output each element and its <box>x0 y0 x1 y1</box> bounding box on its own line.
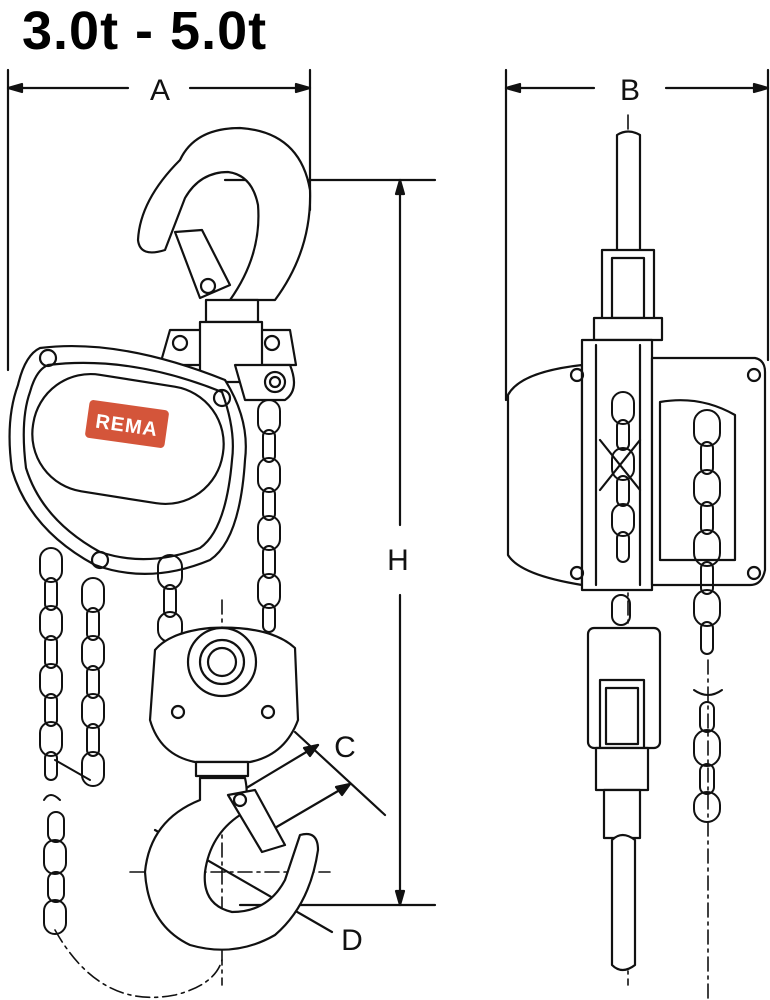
dimension-b: B <box>504 68 770 402</box>
rema-logo: REMA <box>85 400 169 448</box>
side-hand-chain <box>693 409 723 823</box>
dimension-h-label: H <box>387 544 409 577</box>
side-top-hook <box>592 130 664 342</box>
product-capacity-title: 3.0t - 5.0t <box>22 1 268 61</box>
hand-chain-left <box>39 547 105 935</box>
dimension-b-label: B <box>620 74 640 107</box>
dimension-c-label: C <box>334 731 356 764</box>
bottom-block <box>148 626 300 778</box>
dimension-a-label: A <box>150 74 170 107</box>
side-body <box>506 338 767 592</box>
top-hook <box>136 126 312 324</box>
load-chain-front <box>157 399 281 643</box>
hoist-body <box>8 345 296 575</box>
dimension-c: C <box>241 730 387 834</box>
dimension-h: H <box>223 178 437 907</box>
dimension-a: A <box>6 68 312 372</box>
dimension-d-label: D <box>341 924 363 957</box>
front-view: REMA <box>8 126 320 951</box>
bottom-hook <box>143 776 320 951</box>
side-bottom-block <box>586 626 662 972</box>
side-view <box>506 130 767 972</box>
side-load-chain <box>611 391 635 626</box>
